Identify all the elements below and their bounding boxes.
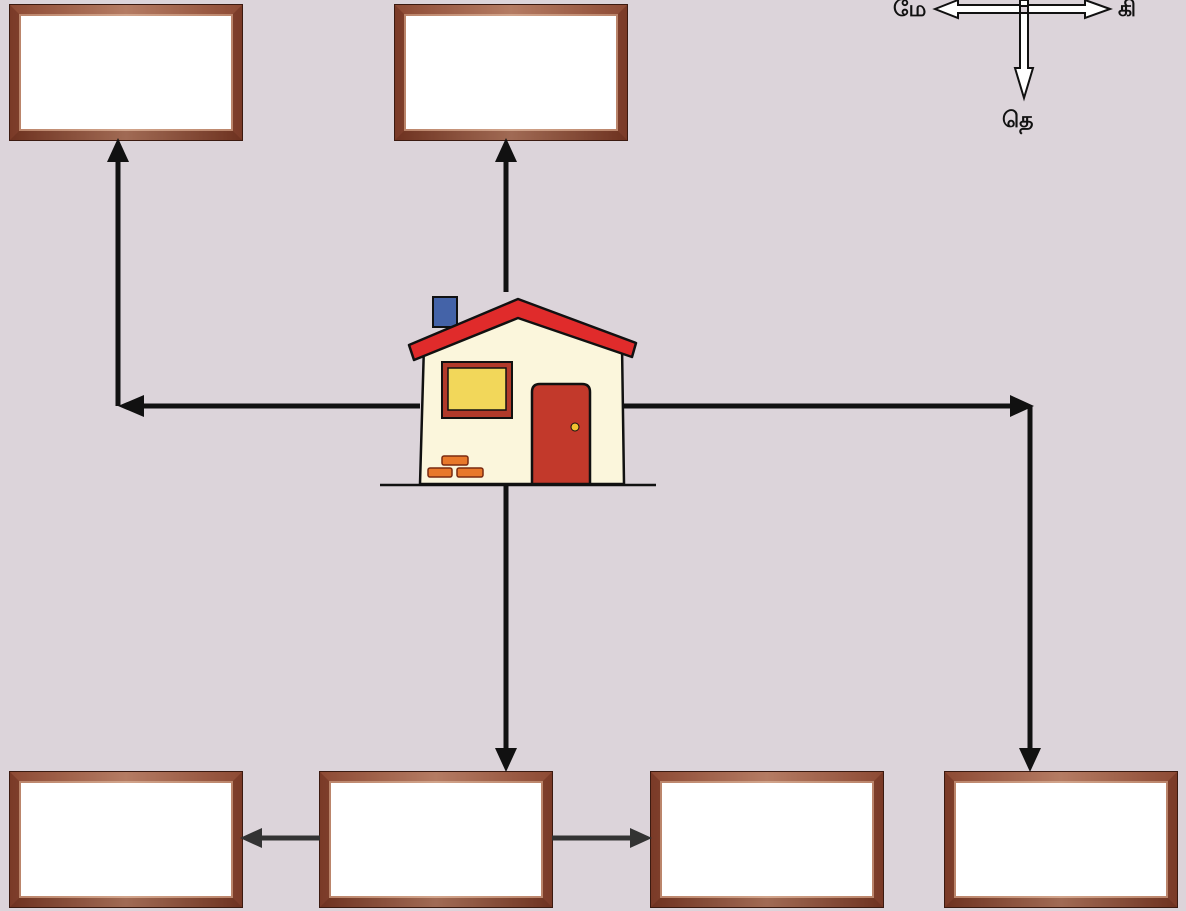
compass-east-label: கி bbox=[1118, 0, 1136, 25]
arrowhead-south bbox=[495, 748, 517, 772]
arrowhead-bottom-right bbox=[630, 828, 652, 848]
compass-west-label: மே bbox=[893, 0, 926, 25]
compass-icon bbox=[935, 0, 1110, 98]
house-illustration bbox=[380, 297, 656, 485]
arrowhead-bottom-4 bbox=[1019, 748, 1041, 772]
arrowhead-north bbox=[495, 138, 517, 162]
arrowhead-west bbox=[118, 395, 144, 417]
arrowhead-bottom-left bbox=[240, 828, 262, 848]
compass-south-label: தெ bbox=[1002, 108, 1033, 136]
arrowhead-top-left bbox=[107, 138, 129, 162]
